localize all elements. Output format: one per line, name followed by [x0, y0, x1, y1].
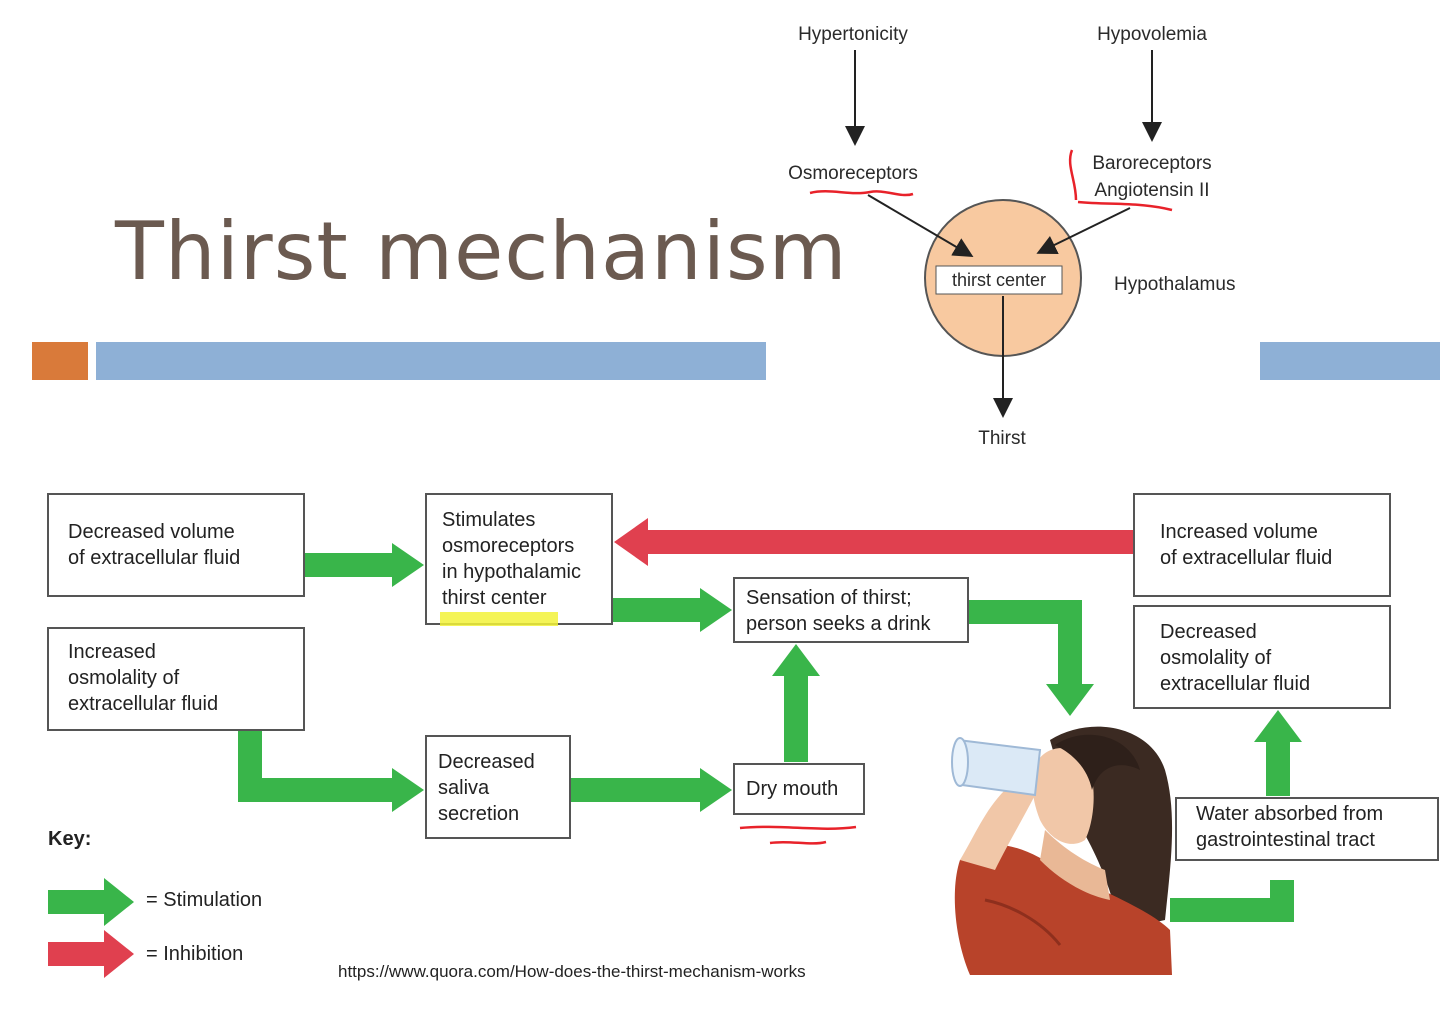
arrow-stimulates-to-sensation: [612, 588, 732, 632]
increased-osmolality-box: [47, 627, 305, 731]
thirst-center-highlight: [440, 612, 558, 626]
arrow-osmolality-to-saliva: [238, 730, 424, 812]
sensation-box: [733, 577, 969, 643]
decreased-volume-box: [47, 493, 305, 597]
slide-title: Thirst mechanism: [115, 205, 848, 298]
arrow-volume-inhibits-stimulates: [614, 518, 1134, 566]
decreased-saliva-box: [425, 735, 571, 839]
dry-mouth-text: Dry mouth: [746, 778, 838, 800]
key-stimulation-arrow: [48, 878, 134, 926]
increased-volume-text: Increased volume of extracellular fluid: [1160, 521, 1332, 569]
source-url: https://www.quora.com/How-does-the-thirs…: [338, 962, 806, 981]
dry-mouth-box: [733, 763, 865, 815]
decreased-saliva-text: Decreased saliva secretion: [438, 751, 540, 825]
key-title: Key:: [48, 828, 92, 850]
inhibition-arrows: [48, 518, 1134, 978]
angiotensin-label: Angiotensin II: [1094, 180, 1209, 201]
hypovolemia-label: Hypovolemia: [1097, 24, 1207, 45]
drymouth-underline-annotation: [739, 825, 857, 830]
thirst-center-box: [935, 265, 1063, 295]
bracket-annotation: [1068, 149, 1078, 201]
arrow-drymouth-to-sensation: [772, 644, 820, 762]
arrow-volume-to-stimulates: [304, 543, 424, 587]
arrow-saliva-to-drymouth: [570, 768, 732, 812]
osmoreceptors-label: Osmoreceptors: [788, 163, 918, 184]
arrow-absorption-to-osmolality: [1254, 710, 1302, 796]
increased-osmolality-text: Increased osmolality of extracellular fl…: [68, 641, 218, 715]
baroreceptors-label: Baroreceptors: [1092, 153, 1211, 174]
key-stimulation-label: = Stimulation: [146, 889, 263, 911]
stimulates-text: Stimulates osmoreceptors in hypothalamic…: [442, 509, 587, 609]
stimulation-arrows: [48, 543, 1302, 926]
water-absorbed-text: Water absorbed from gastrointestinal tra…: [1196, 803, 1389, 851]
thirst-center-label: thirst center: [952, 270, 1046, 290]
decreased-volume-text: Decreased volume of extracellular fluid: [68, 521, 240, 569]
key-inhibition-arrow: [48, 930, 134, 978]
decreased-osmolality-box: [1133, 605, 1391, 709]
stimulates-box: [425, 493, 613, 625]
thirst-label: Thirst: [978, 428, 1026, 449]
key-inhibition-label: = Inhibition: [146, 943, 244, 965]
arrow-drink-to-absorption: [1170, 880, 1294, 922]
drinking-person-illustration: [951, 726, 1173, 975]
sensation-text: Sensation of thirst; person seeks a drin…: [746, 587, 932, 635]
accent-bar-left: [96, 342, 766, 380]
baroreceptor-to-center-arrow: [1036, 207, 1131, 254]
water-absorbed-box: [1175, 797, 1439, 861]
arrow-sensation-to-drink: [968, 600, 1094, 716]
hypertonicity-label: Hypertonicity: [798, 24, 908, 45]
osmoreceptors-underline-annotation: [809, 190, 914, 197]
osmoreceptor-to-center-arrow: [867, 194, 974, 258]
hypothalamus-label: Hypothalamus: [1114, 274, 1235, 295]
accent-square: [32, 342, 88, 380]
angiotensin-underline-annotation: [1077, 200, 1173, 212]
accent-bar-right: [1260, 342, 1440, 380]
increased-volume-box: [1133, 493, 1391, 597]
drymouth-underline-annotation-2: [769, 840, 827, 845]
decreased-osmolality-text: Decreased osmolality of extracellular fl…: [1160, 621, 1310, 695]
